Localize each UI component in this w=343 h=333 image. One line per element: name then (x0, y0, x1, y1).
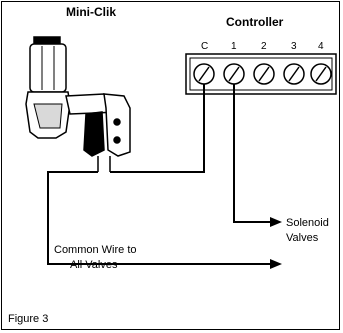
solenoid-label-line1: Solenoid (286, 217, 329, 229)
terminal-label-4: 4 (318, 41, 324, 52)
controller-terminal-strip (185, 53, 337, 95)
figure-caption: Figure 3 (8, 313, 48, 325)
wiring (47, 84, 270, 265)
terminal-screw-4 (310, 63, 332, 85)
terminal-screws (193, 63, 332, 85)
terminal-screw-1 (223, 63, 245, 85)
terminal-label-3: 3 (291, 41, 297, 52)
terminal-screw-2 (253, 63, 275, 85)
figure-frame (1, 1, 340, 330)
terminal-label-2: 2 (261, 41, 267, 52)
common-wire-label-line2: All Valves (70, 259, 118, 271)
common-wire-label-line1: Common Wire to (54, 244, 137, 256)
controller-label: Controller (226, 15, 284, 29)
arrow-common-icon (270, 259, 282, 269)
terminal-screw-c (193, 63, 215, 85)
sensor-to-c-wire (110, 84, 205, 173)
common-wire (47, 171, 270, 265)
terminal-label-1: 1 (231, 41, 237, 52)
mini-clik-label: Mini-Clik (66, 5, 116, 19)
arrow-solenoid-icon (270, 217, 282, 227)
terminal-screw-3 (283, 63, 305, 85)
solenoid-label-line2: Valves (286, 232, 319, 244)
mini-clik-device (25, 36, 131, 172)
terminal-label-c: C (201, 41, 208, 52)
terminal1-to-solenoid-wire (233, 84, 270, 223)
